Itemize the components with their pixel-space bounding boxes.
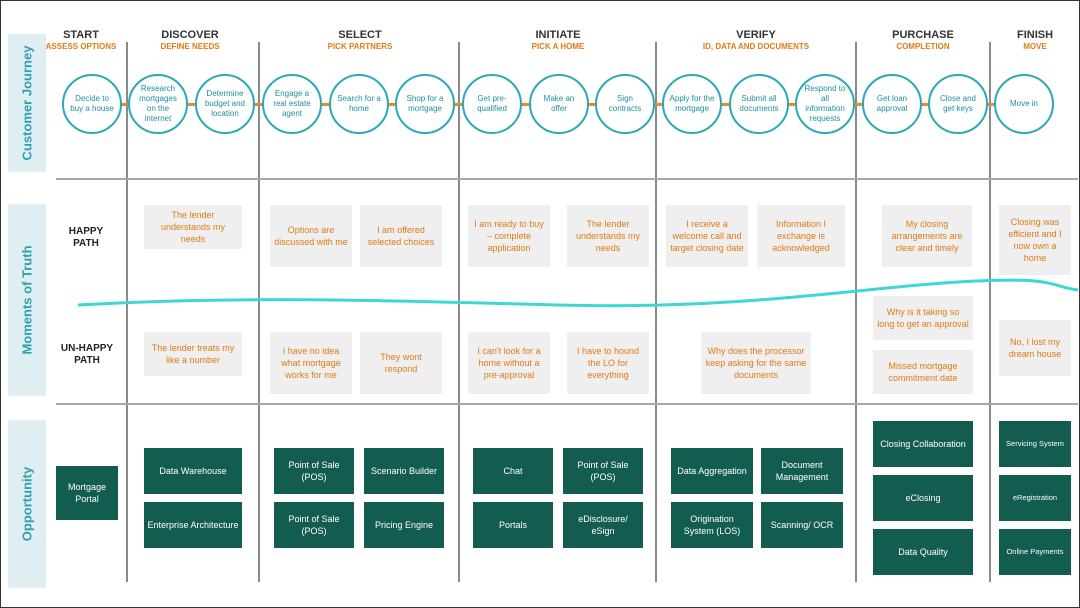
journey-step: Move in (994, 74, 1054, 134)
opportunity-box: Portals (473, 502, 553, 548)
journey-step: Search for a home (329, 74, 389, 134)
happy-note: My closing arrangements are clear and ti… (882, 205, 972, 267)
opportunity-box: Data Quality (873, 529, 973, 575)
phase-title-select: SELECT (338, 29, 382, 41)
journey-step: Submit all documents (729, 74, 789, 134)
happy-note: I am ready to buy – complete application (468, 205, 550, 267)
phase-subtitle-discover: DEFINE NEEDS (160, 42, 220, 51)
opportunity-box: Closing Collaboration (873, 421, 973, 467)
phase-divider (126, 42, 128, 582)
opportunity-box: Chat (473, 448, 553, 494)
opportunity-box: Pricing Engine (364, 502, 444, 548)
phase-divider (855, 42, 857, 582)
happy-note: Closing was efficient and I now own a ho… (999, 205, 1071, 275)
opportunity-box: eDisclosure/ eSign (563, 502, 643, 548)
section-label-customer-journey: Customer Journey (8, 34, 46, 172)
opportunity-box: Enterprise Architecture (144, 502, 242, 548)
unhappy-note: They wont respond (360, 332, 442, 394)
phase-subtitle-verify: ID, DATA AND DOCUMENTS (702, 42, 810, 51)
phase-divider (655, 42, 657, 582)
journey-step: Make an offer (529, 74, 589, 134)
happy-note: Options are discussed with me (270, 205, 352, 267)
journey-step: Engage a real estate agent (262, 74, 322, 134)
unhappy-note: I can't look for a home without a pre-ap… (468, 332, 550, 394)
phase-title-initiate: INITIATE (535, 29, 581, 41)
opportunity-box: Point of Sale (POS) (274, 448, 354, 494)
phase-subtitle-finish: MOVE (1023, 42, 1047, 51)
happy-note: Information I exchange is acknowledged (757, 205, 845, 267)
happy-note: The lender understands my needs (567, 205, 649, 267)
opportunity-box: Scenario Builder (364, 448, 444, 494)
phase-divider (458, 42, 460, 582)
happy-note: The lender understands my needs (144, 205, 242, 249)
unhappy-note: I have no idea what mortgage works for m… (270, 332, 352, 394)
section-label-opportunity: Opportunity (8, 420, 46, 588)
journey-step: Sign contracts (595, 74, 655, 134)
opportunity-box: Origination System (LOS) (671, 502, 753, 548)
section-label-moments-of-truth: Moments of Truth (8, 204, 46, 396)
opportunity-box: Scanning/ OCR (761, 502, 843, 548)
phase-title-purchase: PURCHASE (892, 29, 954, 41)
journey-step: Respond to all information requests (795, 74, 855, 134)
opportunity-box: Point of Sale (POS) (563, 448, 643, 494)
journey-step: Apply for the mortgage (662, 74, 722, 134)
phase-title-start: START (63, 29, 99, 41)
unhappy-note: Why does the processor keep asking for t… (701, 332, 811, 394)
phase-subtitle-initiate: PICK A HOME (531, 42, 585, 51)
unhappy-path-label: UN-HAPPY PATH (60, 343, 114, 366)
section-divider (56, 403, 1078, 405)
unhappy-note: The lender treats my like a number (144, 332, 242, 376)
phase-title-verify: VERIFY (736, 29, 776, 41)
unhappy-note: Missed mortgage commitment date (873, 350, 973, 394)
unhappy-note: Why is it taking so long to get an appro… (873, 296, 973, 340)
opportunity-box: Servicing System (999, 421, 1071, 467)
unhappy-note: No, I lost my dream house (999, 320, 1071, 376)
journey-step: Get pre-qualified (462, 74, 522, 134)
phase-divider (258, 42, 260, 582)
phase-title-discover: DISCOVER (161, 29, 219, 41)
opportunity-box: eClosing (873, 475, 973, 521)
journey-step: Close and get keys (928, 74, 988, 134)
opportunity-box: eRegistration (999, 475, 1071, 521)
journey-step: Shop for a mortgage (395, 74, 455, 134)
journey-step: Determine budget and location (195, 74, 255, 134)
opportunity-box: Point of Sale (POS) (274, 502, 354, 548)
happy-note: I am offered selected choices (360, 205, 442, 267)
phase-divider (989, 42, 991, 582)
happy-path-label: HAPPY PATH (68, 226, 104, 249)
happy-note: I receive a welcome call and target clos… (666, 205, 748, 267)
opportunity-box: Document Management (761, 448, 843, 494)
unhappy-note: I have to hound the LO for everything (567, 332, 649, 394)
journey-step: Research mortgages on the internet (128, 74, 188, 134)
phase-subtitle-select: PICK PARTNERS (327, 42, 393, 51)
phase-subtitle-start: ASSESS OPTIONS (45, 42, 117, 51)
opportunity-box: Data Warehouse (144, 448, 242, 494)
phase-title-finish: FINISH (1016, 29, 1054, 41)
opportunity-box: Data Aggregation (671, 448, 753, 494)
phase-subtitle-purchase: COMPLETION (896, 42, 950, 51)
sentiment-wave-line (78, 278, 1078, 308)
opportunity-box: Online Payments (999, 529, 1071, 575)
opportunity-box: Mortgage Portal (56, 466, 118, 520)
journey-step: Decide to buy a house (62, 74, 122, 134)
section-divider (56, 178, 1078, 180)
journey-step: Get loan approval (862, 74, 922, 134)
